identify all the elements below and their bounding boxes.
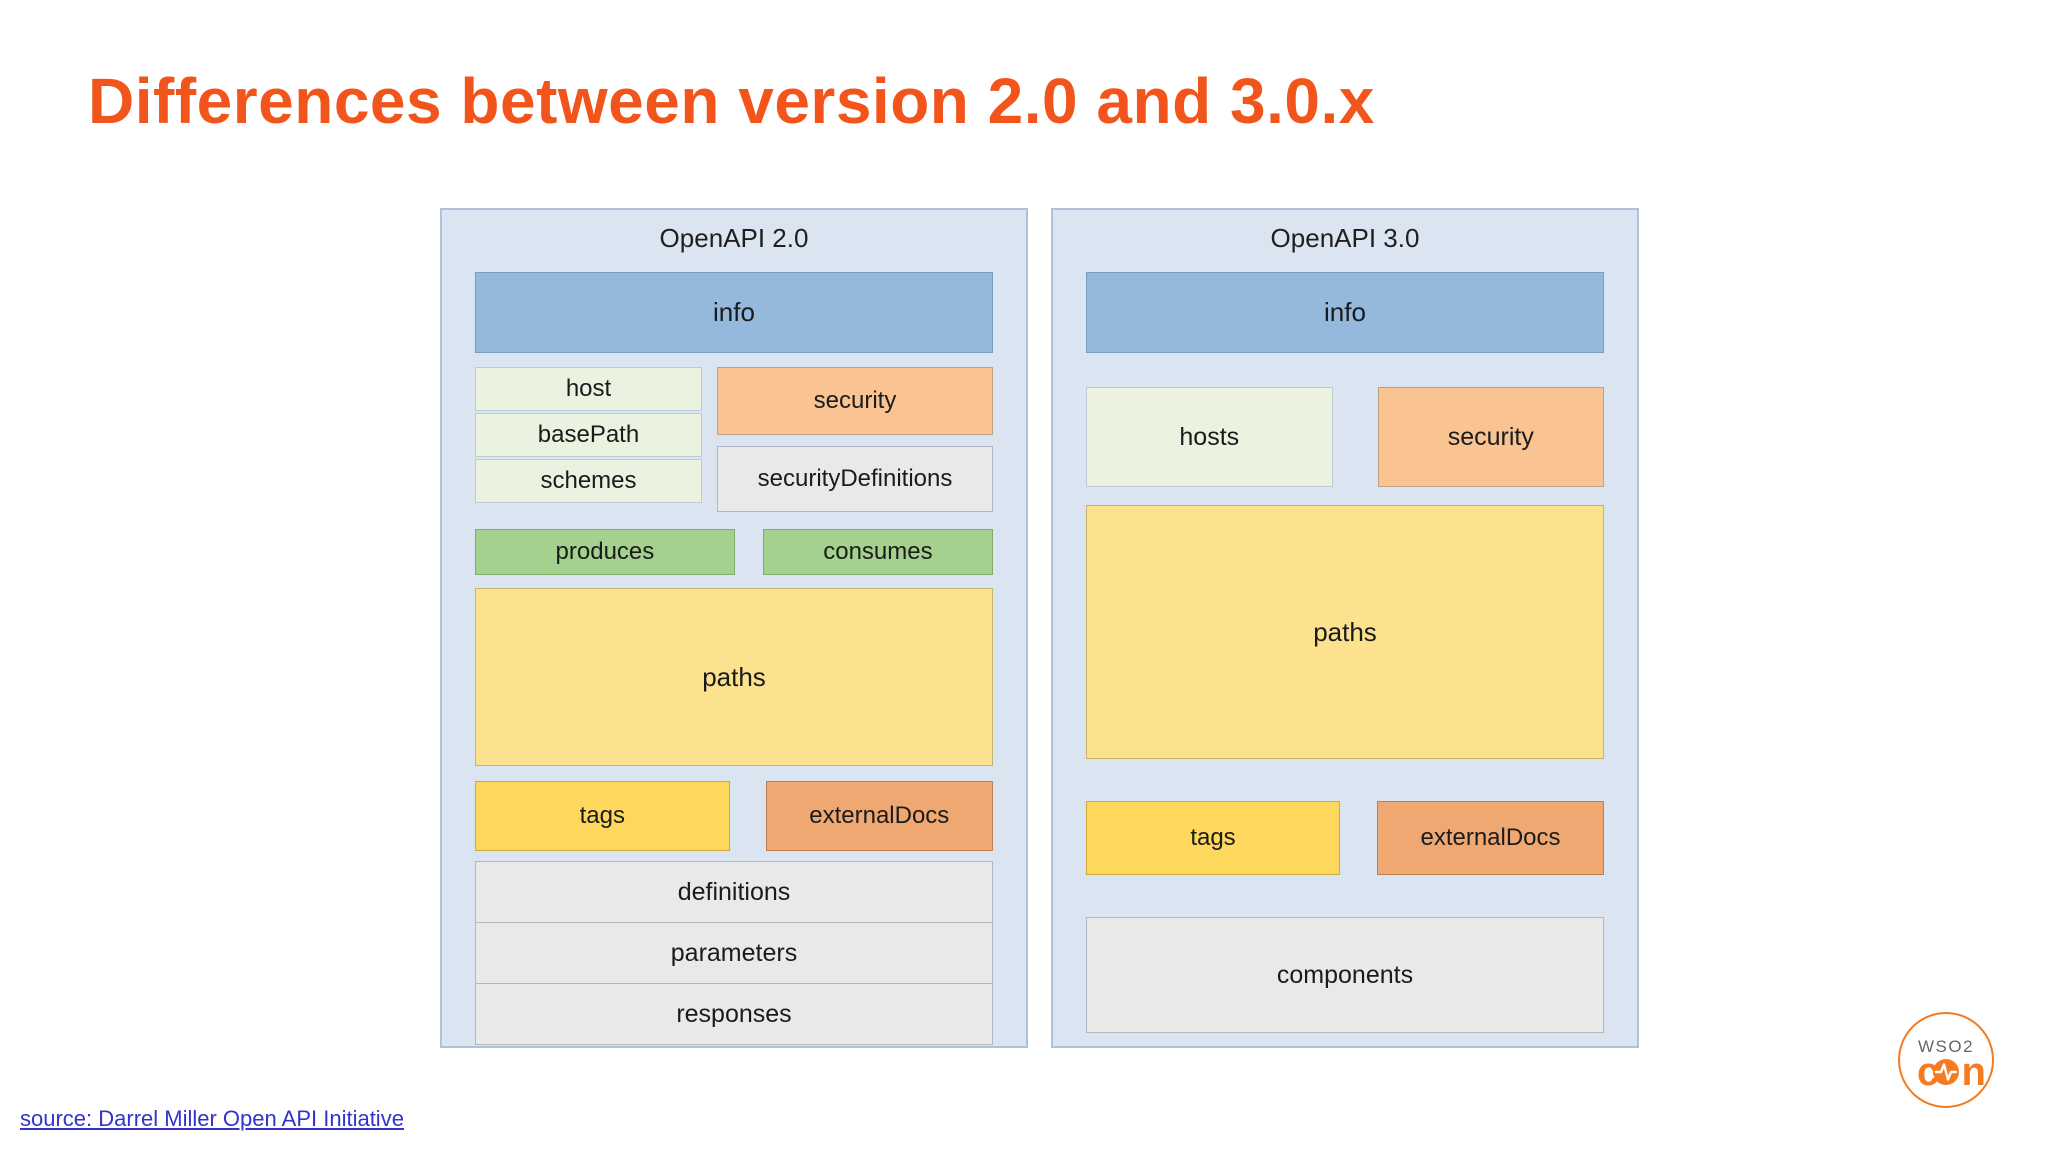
openapi-3-tags-row: tags externalDocs — [1086, 801, 1604, 875]
hosts-box: hosts — [1086, 387, 1333, 487]
definitions-stack: definitions parameters responses — [475, 861, 993, 1045]
host-stack: host basePath schemes — [475, 367, 702, 503]
logo-con-c: c — [1917, 1050, 1939, 1094]
openapi-3-info-box: info — [1086, 272, 1604, 353]
wso2con-logo-graphic: WSO2 c n — [1898, 1012, 1994, 1108]
openapi-2-host-security-row: host basePath schemes security securityD… — [475, 367, 993, 512]
openapi-3-panel: OpenAPI 3.0 info hosts security paths ta… — [1051, 208, 1639, 1048]
definitions-box: definitions — [475, 861, 993, 923]
source-link[interactable]: source: Darrel Miller Open API Initiativ… — [20, 1106, 404, 1131]
security-definitions-box: securityDefinitions — [717, 446, 993, 512]
basepath-box: basePath — [475, 413, 702, 457]
openapi-2-tags-row: tags externalDocs — [475, 781, 993, 851]
openapi-2-info-box: info — [475, 272, 993, 353]
security-box: security — [717, 367, 993, 435]
host-box: host — [475, 367, 702, 411]
components-box: components — [1086, 917, 1604, 1033]
openapi-2-paths-box: paths — [475, 588, 993, 766]
schemes-box: schemes — [475, 459, 702, 503]
openapi-3-paths-box: paths — [1086, 505, 1604, 759]
hosts-security-row: hosts security — [1086, 387, 1604, 487]
openapi-2-externaldocs-box: externalDocs — [765, 781, 993, 851]
openapi-3-panel-title: OpenAPI 3.0 — [1270, 223, 1420, 253]
openapi-3-security-box: security — [1377, 387, 1604, 487]
produces-box: produces — [475, 529, 735, 575]
openapi-2-panel: OpenAPI 2.0 info host basePath schemes s… — [440, 208, 1028, 1048]
parameters-box: parameters — [475, 922, 993, 984]
logo-con-n: n — [1962, 1050, 1986, 1094]
slide-title: Differences between version 2.0 and 3.0.… — [88, 65, 1375, 137]
responses-box: responses — [475, 983, 993, 1045]
security-stack: security securityDefinitions — [717, 367, 993, 512]
logo-brand-text: WSO2 — [1918, 1037, 1974, 1056]
consumes-box: consumes — [762, 529, 993, 575]
openapi-2-tags-box: tags — [475, 781, 730, 851]
openapi-3-tags-box: tags — [1086, 801, 1340, 875]
logo-heartbeat-icon — [1934, 1063, 1958, 1081]
openapi-2-panel-title: OpenAPI 2.0 — [659, 223, 809, 253]
wso2con-logo: WSO2 c n — [1896, 1010, 1996, 1110]
openapi-3-externaldocs-box: externalDocs — [1377, 801, 1604, 875]
produces-consumes-row: produces consumes — [475, 529, 993, 575]
